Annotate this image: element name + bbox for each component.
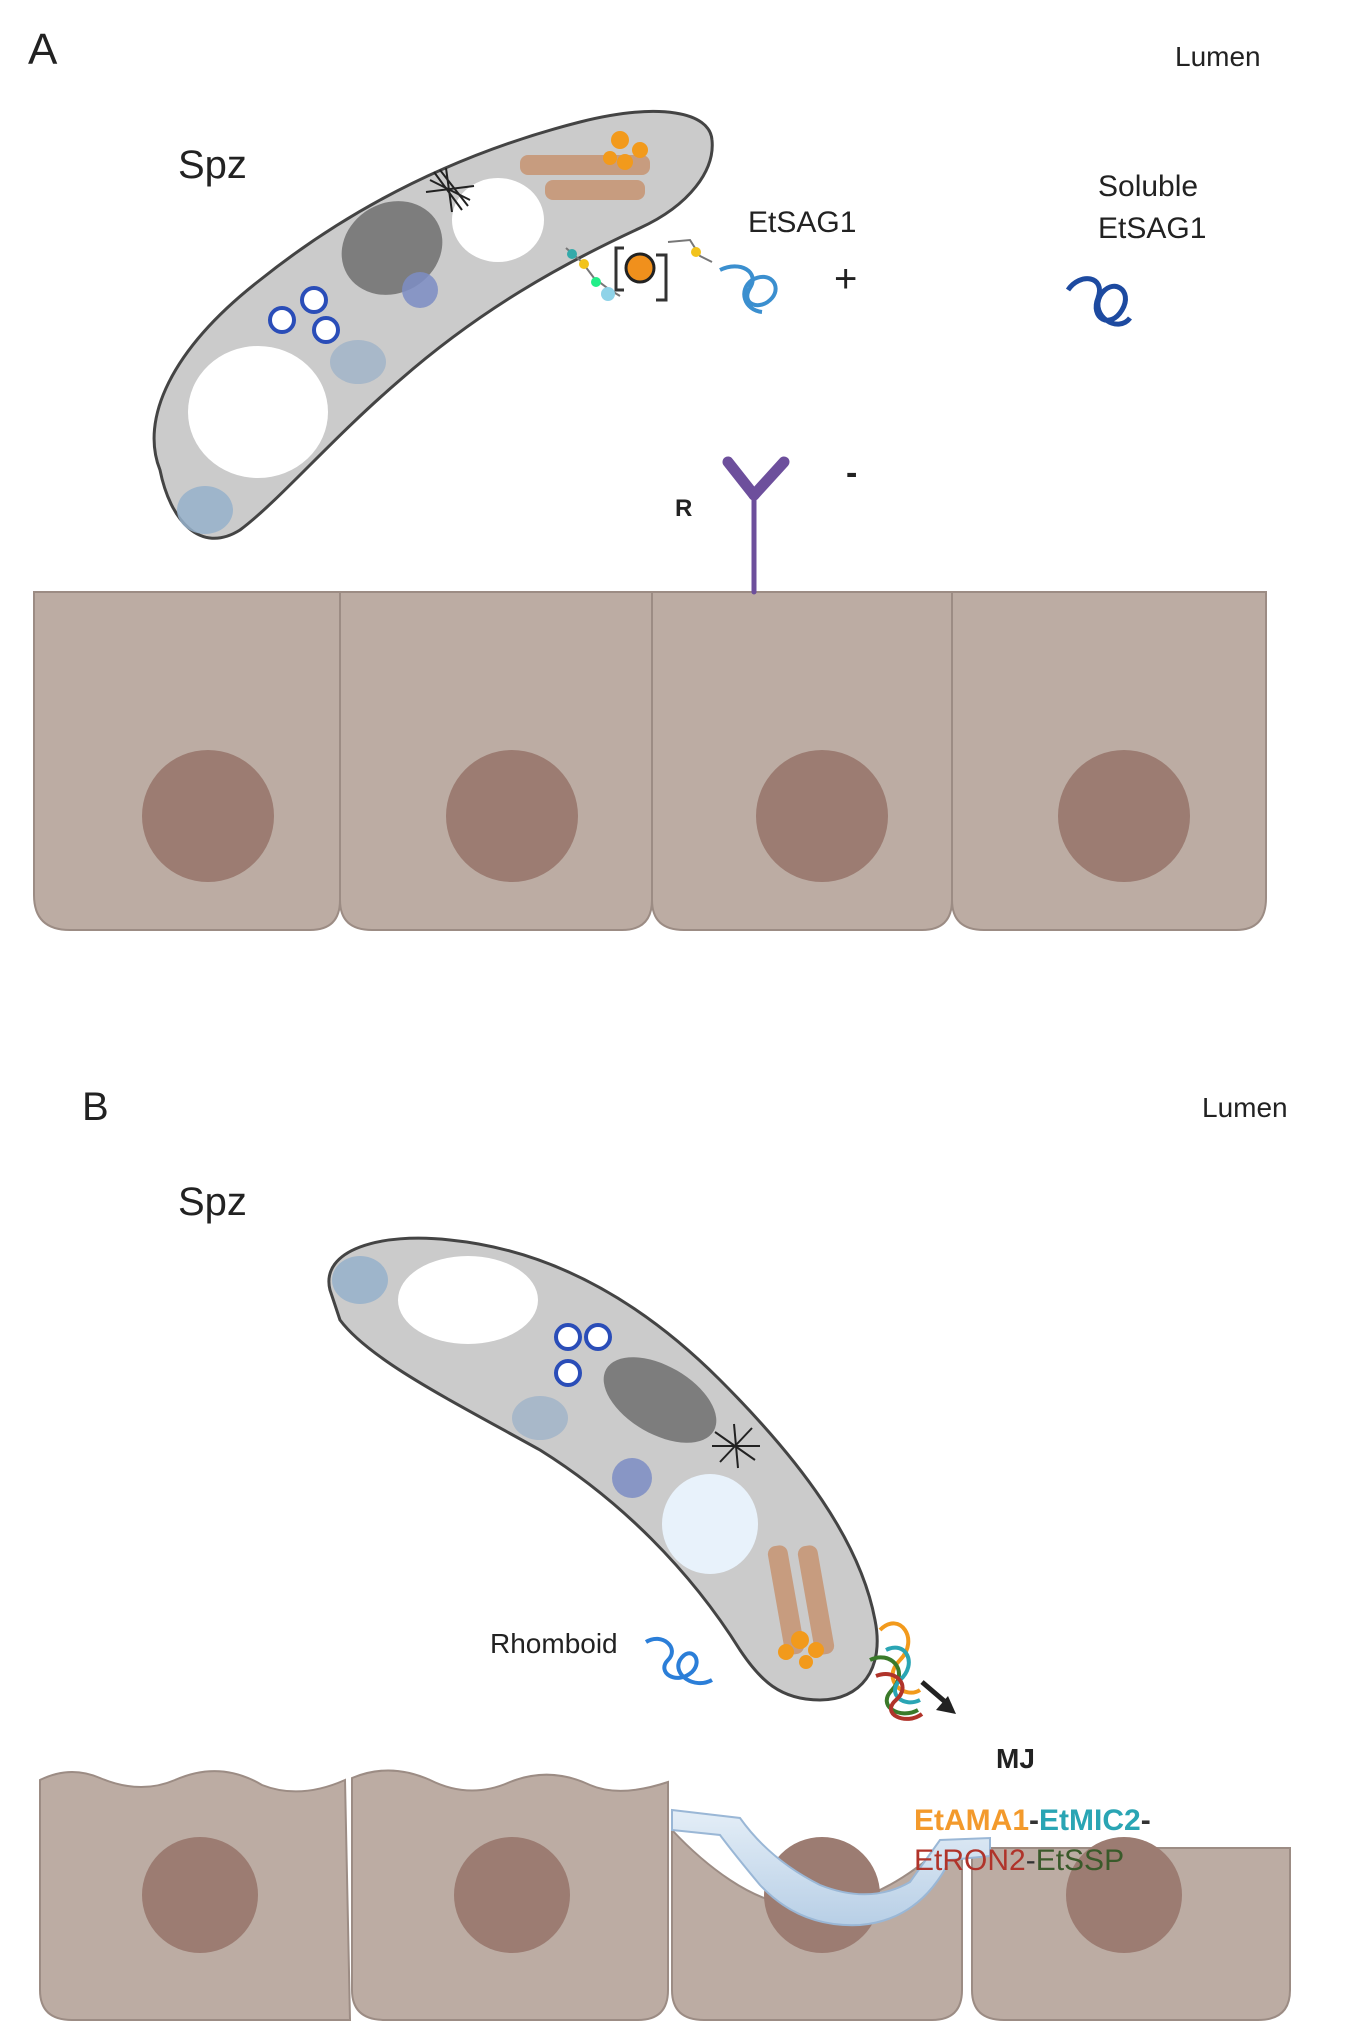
panel-b-letter: B: [82, 1085, 109, 1129]
panel-a-epithelium: [33, 591, 1267, 931]
panel-a-spz-label: Spz: [178, 143, 247, 187]
etsag1-label: EtSAG1: [748, 206, 856, 239]
organelle: [512, 1396, 568, 1440]
granules: [778, 1631, 824, 1669]
nucleus-dark: [341, 201, 443, 295]
organelle: [332, 1256, 388, 1304]
micronemes: [300, 286, 328, 314]
vacuole: [398, 1256, 538, 1344]
nucleus-dark: [603, 1357, 717, 1443]
soluble-label-line2: EtSAG1: [1098, 212, 1206, 245]
panel-b: B Lumen Spz: [39, 1085, 1291, 2021]
complex-etama1: EtAMA1: [914, 1804, 1029, 1837]
host-membrane: [671, 1808, 991, 1927]
etsag1-protein-coil-icon: [719, 264, 778, 314]
nucleus: [756, 750, 888, 882]
parasite-sporozoite-b: [327, 1236, 879, 1702]
micronemes: [312, 316, 340, 344]
complex-label-line2: EtRON2-EtSSP: [914, 1844, 1124, 1877]
receptor-y-icon: [722, 456, 790, 595]
panel-b-epithelium: [39, 1769, 1291, 2021]
vacuole: [662, 1474, 758, 1574]
panel-b-spz-label: Spz: [178, 1180, 247, 1224]
complex-etron2: EtRON2: [914, 1844, 1026, 1877]
panel-a-letter: A: [28, 25, 58, 74]
micronemes: [554, 1359, 582, 1387]
micronemes: [268, 306, 296, 334]
complex-dash: -: [1029, 1804, 1039, 1837]
micronemes: [554, 1323, 582, 1351]
rhomboid-label: Rhomboid: [490, 1628, 618, 1659]
nucleus: [446, 750, 578, 882]
moving-junction-arrow-icon: [920, 1680, 956, 1714]
nucleus: [1066, 1837, 1182, 1953]
receptor-label: R: [675, 495, 692, 522]
minus-sign: -: [846, 454, 857, 492]
panel-a-lumen-label: Lumen: [1175, 41, 1261, 72]
conoid-icon: [712, 1423, 760, 1469]
granules: [603, 131, 648, 170]
complex-etmic2: EtMIC2: [1039, 1804, 1141, 1837]
vacuole: [452, 178, 544, 262]
rhoptries: [767, 1545, 835, 1655]
mj-label: MJ: [996, 1743, 1035, 1774]
organelle: [177, 486, 233, 534]
organelle: [402, 272, 438, 308]
organelle: [612, 1458, 652, 1498]
nucleus: [1058, 750, 1190, 882]
organelle: [330, 340, 386, 384]
nucleus: [454, 1837, 570, 1953]
complex-etssp: EtSSP: [1036, 1844, 1124, 1877]
soluble-label-line1: Soluble: [1098, 170, 1198, 203]
panel-b-lumen-label: Lumen: [1202, 1092, 1288, 1123]
plus-sign: +: [834, 257, 857, 301]
nucleus: [142, 1837, 258, 1953]
complex-dash: -: [1141, 1804, 1151, 1837]
complex-label-line1: EtAMA1-EtMIC2-: [914, 1804, 1151, 1837]
rhomboid-protein-coil-icon: [644, 1636, 713, 1686]
complex-dash: -: [1026, 1844, 1036, 1877]
soluble-etsag1-protein-coil-icon: [1065, 276, 1132, 327]
micronemes: [584, 1323, 612, 1351]
gpi-anchor-icon: [565, 238, 713, 302]
mj-complex-coils-icon: [869, 1621, 924, 1721]
panel-a: A Lumen Spz R -: [28, 25, 1267, 931]
parasite-sporozoite-a: [152, 110, 714, 540]
conoid-icon: [425, 167, 475, 213]
vacuole: [188, 346, 328, 478]
nucleus: [142, 750, 274, 882]
